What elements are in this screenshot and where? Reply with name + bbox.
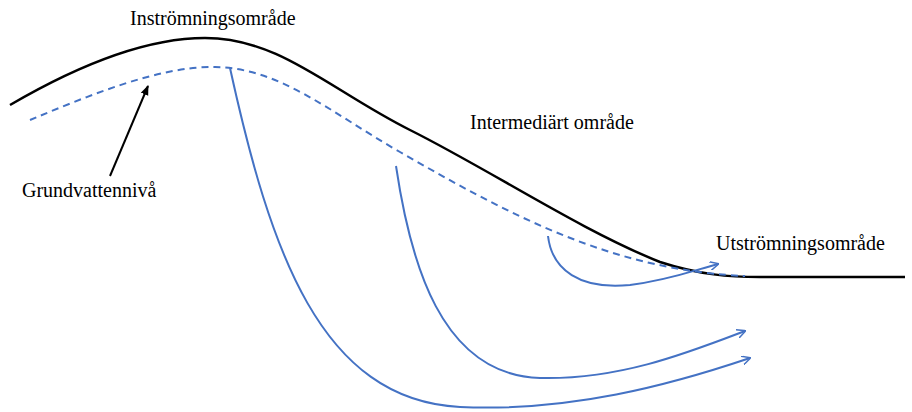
groundwater-level-line [30, 67, 745, 276]
recharge-area-label: Inströmningsområde [130, 6, 296, 30]
intermediate-area-label: Intermediärt område [470, 110, 634, 134]
water-table-label: Grundvattennivå [22, 178, 156, 202]
discharge-area-label: Utströmningsområde [716, 231, 885, 255]
flow-line-deep [230, 68, 750, 408]
flow-line-middle [396, 166, 745, 378]
leader-arrow [110, 86, 148, 176]
flow-line-shallow [548, 236, 718, 286]
terrain-surface [10, 38, 905, 277]
